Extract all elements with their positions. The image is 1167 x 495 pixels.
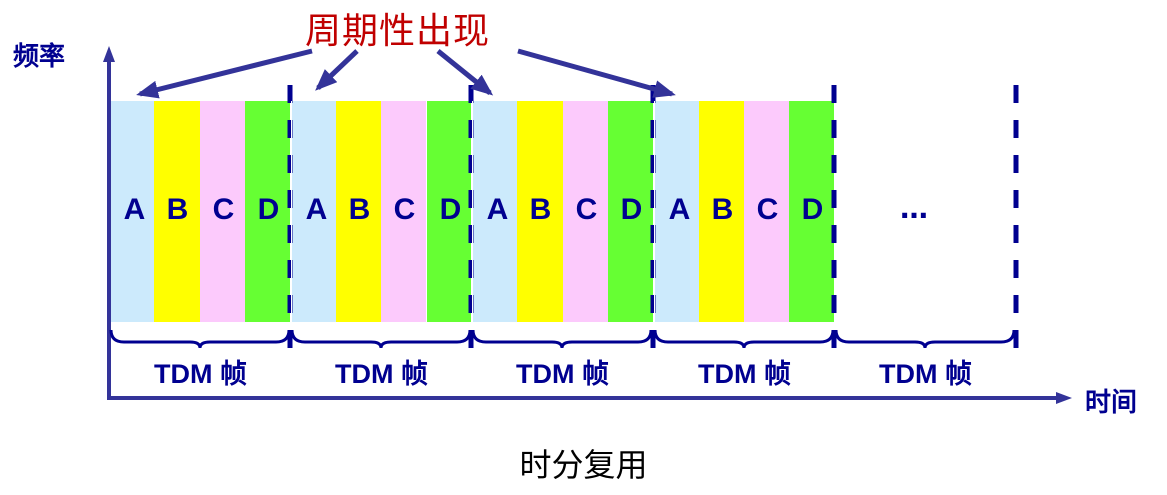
frame-label-2: TDM 帧 — [335, 359, 428, 389]
slot-label-d: D — [801, 193, 824, 226]
slot-b-frame-3 — [517, 101, 563, 322]
frame-label-4: TDM 帧 — [698, 359, 791, 389]
slot-d-frame-1 — [245, 101, 290, 322]
slot-b-frame-1 — [154, 101, 200, 322]
slot-d-frame-4 — [789, 101, 834, 322]
x-axis-label: 时间 — [1085, 388, 1138, 418]
slot-b-frame-4 — [699, 101, 744, 322]
slot-d-frame-3 — [608, 101, 653, 322]
frame-label-3: TDM 帧 — [516, 359, 609, 389]
slot-c-frame-3 — [563, 101, 608, 322]
slot-label-c: C — [393, 193, 416, 226]
diagram-caption: 时分复用 — [519, 446, 648, 484]
slot-d-frame-2 — [427, 101, 471, 322]
frame-label-5: TDM 帧 — [879, 359, 972, 389]
frame-label-1: TDM 帧 — [154, 359, 247, 389]
frame-braces — [109, 329, 1016, 349]
slot-c-frame-2 — [381, 101, 426, 322]
slot-label-c: C — [756, 193, 779, 226]
periodic-title: 周期性出现 — [305, 11, 491, 52]
slot-label-b: B — [711, 193, 734, 226]
slot-a-frame-3 — [472, 101, 517, 322]
slot-c-frame-1 — [200, 101, 245, 322]
slot-label-b: B — [348, 193, 371, 226]
slot-c-frame-4 — [744, 101, 789, 322]
slot-label-d: D — [620, 193, 643, 226]
slot-a-frame-4 — [654, 101, 699, 322]
slot-label-b: B — [166, 193, 189, 226]
slot-label-a: A — [305, 193, 328, 226]
periodic-arrows — [136, 48, 676, 99]
slot-label-a: A — [123, 193, 146, 226]
slot-label-c: C — [575, 193, 598, 226]
slot-a-frame-2 — [291, 101, 336, 322]
ellipsis: … — [900, 192, 928, 225]
slot-label-b: B — [529, 193, 552, 226]
slot-label-a: A — [668, 193, 691, 226]
x-axis — [107, 392, 1072, 404]
slot-a-frame-1 — [110, 101, 154, 322]
frame-separators — [287, 85, 1019, 350]
y-axis-label: 频率 — [13, 42, 66, 72]
slot-label-d: D — [439, 193, 462, 226]
slot-label-c: C — [212, 193, 235, 226]
slot-label-d: D — [257, 193, 280, 226]
slot-label-a: A — [486, 193, 509, 226]
y-axis — [103, 46, 115, 398]
slot-b-frame-2 — [336, 101, 381, 322]
